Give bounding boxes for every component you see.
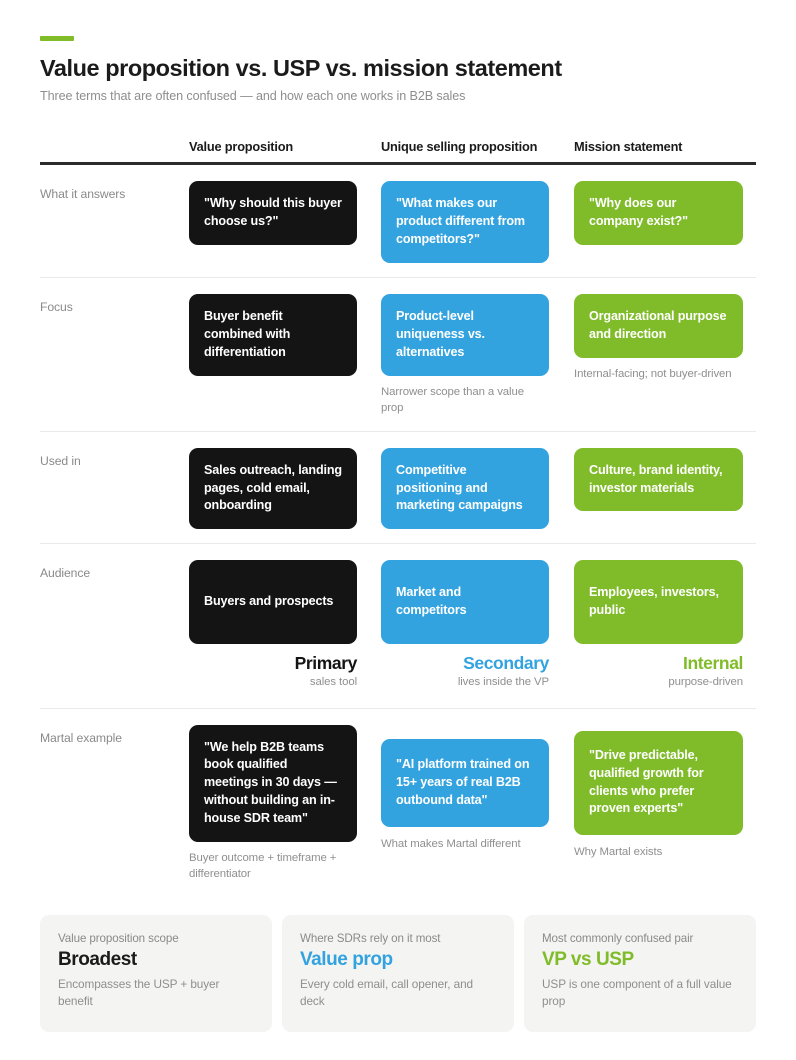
cell-chip: "We help B2B teams book qualified meetin… [189,724,357,842]
cell-note: Narrower scope than a value prop [381,385,524,415]
cell-note: What makes Martal different [381,837,521,850]
emphasis-block: Internal purpose-driven [574,653,743,688]
page-title: Value proposition vs. USP vs. mission st… [40,55,562,81]
cell-chip: Employees, investors, public [574,560,743,645]
row-divider [40,543,756,545]
summary-card: Most commonly confused pair VP vs USP US… [524,915,756,1033]
cell-chip: "Drive predictable, qualified growth for… [574,730,743,835]
cell-note: Buyer outcome + timeframe + differentiat… [189,851,337,881]
summary-value: Broadest [58,949,137,971]
cell-chip: Sales outreach, landing pages, cold emai… [189,447,357,530]
cell-chip: Buyer benefit combined with differentiat… [189,294,357,376]
cell-chip: Product-level uniqueness vs. alternative… [381,294,549,376]
summary-value: Value prop [300,949,393,971]
cell-chip: "What makes our product different from c… [381,181,549,264]
summary-card: Value proposition scope Broadest Encompa… [40,915,272,1033]
summary-cards: Value proposition scope Broadest Encompa… [40,915,756,1033]
summary-value: VP vs USP [542,949,634,971]
table-row: Martal example "We help B2B teams book q… [40,724,756,883]
cell-chip: Market and competitors [381,560,549,645]
accent-rule [40,36,74,41]
row-label-focus: Focus [40,300,73,315]
row-divider [40,277,756,279]
summary-kicker: Where SDRs rely on it most [300,932,441,946]
emphasis-word: Secondary [463,653,549,674]
column-header-mission-statement: Mission statement [574,139,683,155]
summary-note: Every cold email, call opener, and deck [300,976,473,1008]
row-label-audience: Audience [40,566,91,581]
table-row: Used in Sales outreach, landing pages, c… [40,447,756,530]
cell-chip: Culture, brand identity, investor materi… [574,447,743,512]
summary-note: USP is one component of a full value pro… [542,976,732,1008]
cell-chip: "Why should this buyer choose us?" [189,181,357,246]
column-header-unique-selling-proposition: Unique selling proposition [381,139,538,155]
summary-kicker: Most commonly confused pair [542,932,694,946]
cell-note: Why Martal exists [574,845,663,858]
row-label-what-it-answers: What it answers [40,187,126,202]
table-header-row: Value proposition Unique selling proposi… [40,139,756,155]
cell-chip: Organizational purpose and direction [574,294,743,358]
column-header-value-proposition: Value proposition [189,139,293,155]
emphasis-word: Internal [682,653,743,674]
emphasis-word: Primary [294,653,358,674]
row-label-used-in: Used in [40,453,81,468]
cell-chip: Competitive positioning and marketing ca… [381,447,549,530]
summary-note: Encompasses the USP + buyer benefit [58,976,220,1008]
table-row: Audience Buyers and prospects Primary sa… [40,560,756,688]
cell-chip: "AI platform trained on 15+ years of rea… [381,738,549,827]
row-divider [40,430,756,432]
cell-note: Internal-facing; not buyer-driven [574,367,732,380]
emphasis-block: Secondary lives inside the VP [381,653,550,688]
emphasis-subtext: lives inside the VP [457,675,549,688]
emphasis-subtext: purpose-driven [668,675,743,688]
table-row: What it answers "Why should this buyer c… [40,181,756,264]
row-divider [40,707,756,709]
cell-chip: "Why does our company exist?" [574,181,743,246]
header-rule [40,162,756,166]
table-row: Focus Buyer benefit combined with differ… [40,294,756,417]
emphasis-subtext: sales tool [309,675,357,688]
summary-card: Where SDRs rely on it most Value prop Ev… [282,915,514,1033]
summary-kicker: Value proposition scope [58,932,179,946]
cell-chip: Buyers and prospects [189,560,357,645]
row-label-martal-example: Martal example [40,730,122,745]
emphasis-block: Primary sales tool [189,653,358,688]
page-subtitle: Three terms that are often confused — an… [40,89,466,104]
infographic-page: Value proposition vs. USP vs. mission st… [0,36,796,1060]
